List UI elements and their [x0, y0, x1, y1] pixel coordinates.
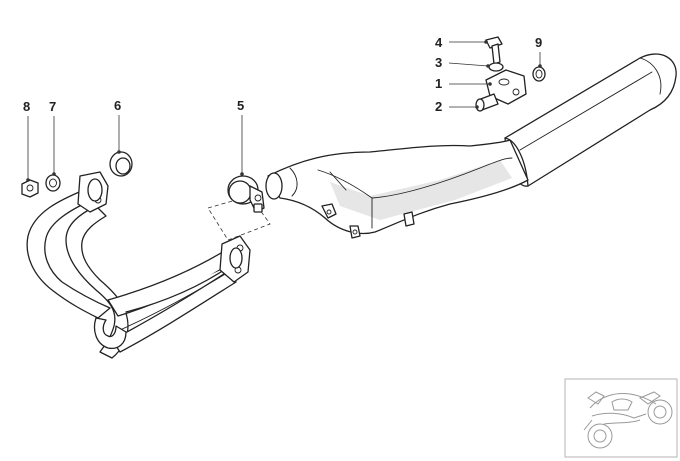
callout-9: 9 [535, 35, 542, 68]
callout-9-label: 9 [535, 35, 542, 50]
callout-1: 1 [435, 76, 492, 91]
callout-2: 2 [435, 99, 479, 114]
o-ring[interactable] [532, 66, 546, 82]
callout-2-label: 2 [435, 99, 442, 114]
stud-nut[interactable] [21, 179, 39, 198]
callout-6: 6 [114, 98, 121, 154]
callout-3-label: 3 [435, 55, 442, 70]
exhaust-manifold[interactable] [26, 171, 251, 359]
manifold-gasket[interactable] [109, 151, 133, 177]
bushing[interactable] [475, 93, 499, 112]
washer-3[interactable] [488, 62, 504, 72]
motorcycle-icon[interactable] [564, 378, 678, 458]
callout-1-label: 1 [435, 76, 442, 91]
callout-4: 4 [435, 35, 488, 50]
callout-8-label: 8 [23, 99, 30, 114]
callout-8: 8 [23, 99, 30, 182]
callout-3: 3 [435, 55, 490, 70]
muffler[interactable] [265, 53, 677, 239]
callout-5: 5 [237, 98, 244, 176]
bolt[interactable] [485, 36, 503, 65]
callout-7-label: 7 [49, 99, 56, 114]
washer-7[interactable] [45, 174, 61, 192]
callout-6-label: 6 [114, 98, 121, 113]
callout-7: 7 [49, 99, 56, 176]
pipe-clamp[interactable] [207, 175, 271, 241]
callout-5-label: 5 [237, 98, 244, 113]
callout-4-label: 4 [435, 35, 443, 50]
